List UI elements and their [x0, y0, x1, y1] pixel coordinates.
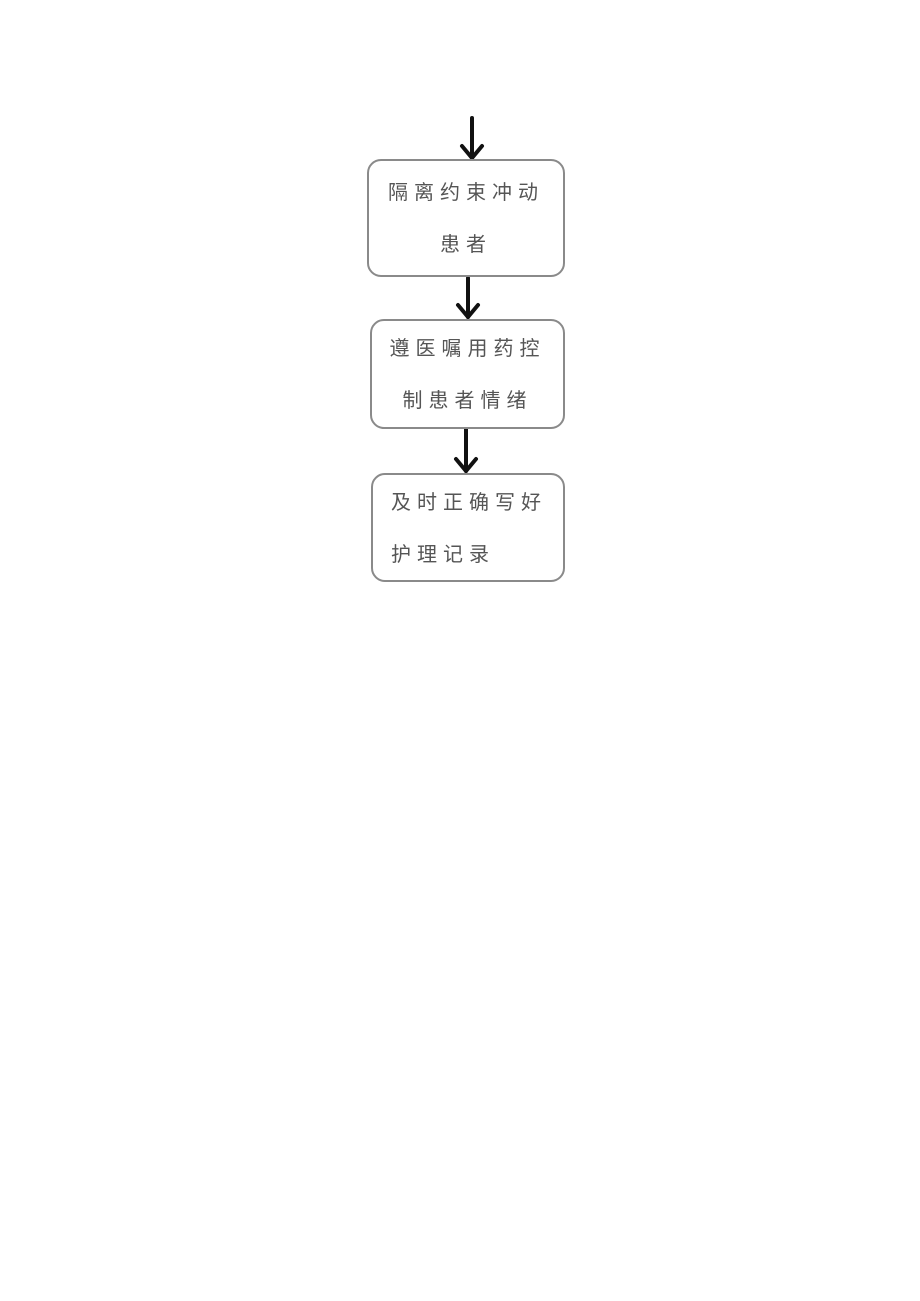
flow-node-nursing-record: 及时正确写好 护理记录: [371, 473, 565, 582]
node-3-line-1: 及时正确写好: [391, 489, 547, 514]
node-1-line-2: 患者: [440, 232, 492, 256]
node-3-line-2: 护理记录: [391, 541, 495, 566]
node-1-line-1: 隔离约束冲动: [388, 180, 544, 204]
arrow-node-2-to-node-3: [454, 427, 478, 475]
arrow-node-1-to-node-2: [456, 276, 480, 321]
node-2-line-1: 遵医嘱用药控: [389, 336, 546, 360]
arrow-into-node-1: [460, 116, 484, 162]
flow-node-medication: 遵医嘱用药控 制患者情绪: [370, 319, 565, 429]
flow-node-isolate-restrain: 隔离约束冲动 患者: [367, 159, 565, 277]
node-2-line-2: 制患者情绪: [402, 388, 533, 412]
